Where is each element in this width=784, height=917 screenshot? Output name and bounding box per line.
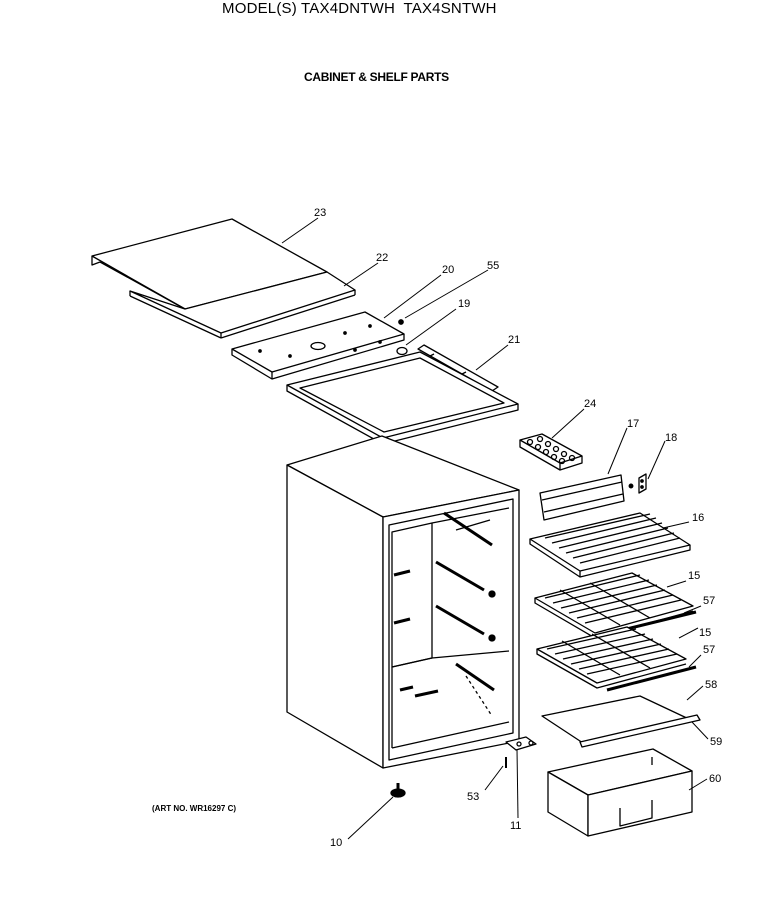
callout-60: 60 — [709, 773, 721, 785]
part-22-top-liner — [129, 271, 356, 339]
callout-16: 16 — [692, 512, 704, 524]
callout-57a: 57 — [703, 595, 715, 607]
part-57-strip-lower — [606, 665, 697, 692]
art-number: (ART NO. WR16297 C) — [152, 804, 237, 813]
part-20-mounting-plate — [231, 311, 405, 380]
callout-15b: 15 — [699, 627, 711, 639]
part-11-hinge — [505, 736, 537, 751]
callout-10: 10 — [330, 837, 342, 849]
callout-24: 24 — [584, 398, 596, 410]
part-10-leveling-leg — [390, 783, 406, 798]
callout-22: 22 — [376, 252, 388, 264]
part-17-rail — [539, 474, 625, 521]
part-16-shelf — [529, 512, 691, 578]
callout-17: 17 — [627, 418, 639, 430]
diagram-subtitle: CABINET & SHELF PARTS — [304, 70, 449, 84]
part-19-clip — [396, 346, 408, 356]
callout-15a: 15 — [688, 570, 700, 582]
callout-58: 58 — [705, 679, 717, 691]
callout-53: 53 — [467, 791, 479, 803]
part-15-shelf-upper — [534, 572, 694, 639]
part-60-crisper-pan — [547, 748, 693, 837]
callout-labels: 23 22 20 55 19 21 24 17 18 16 15 57 15 5… — [314, 207, 722, 849]
part-24-egg-tray — [519, 433, 583, 471]
part-59-cover-frame — [579, 714, 701, 748]
part-55-screw — [398, 319, 404, 325]
callout-20: 20 — [442, 264, 454, 276]
callout-23: 23 — [314, 207, 326, 219]
callout-11: 11 — [510, 820, 521, 832]
callout-55: 55 — [487, 260, 499, 272]
callout-18: 18 — [665, 432, 677, 444]
part-15-shelf-lower — [536, 626, 687, 689]
callout-57b: 57 — [703, 644, 715, 656]
callout-19: 19 — [458, 298, 470, 310]
leader-lines — [281, 217, 709, 840]
cabinet-body — [286, 435, 520, 769]
diagram-title: MODEL(S) TAX4DNTWH TAX4SNTWH — [222, 0, 497, 17]
part-21-top-frame — [286, 351, 519, 445]
callout-59: 59 — [710, 736, 722, 748]
part-18-bracket — [628, 473, 647, 494]
callout-21: 21 — [508, 334, 520, 346]
